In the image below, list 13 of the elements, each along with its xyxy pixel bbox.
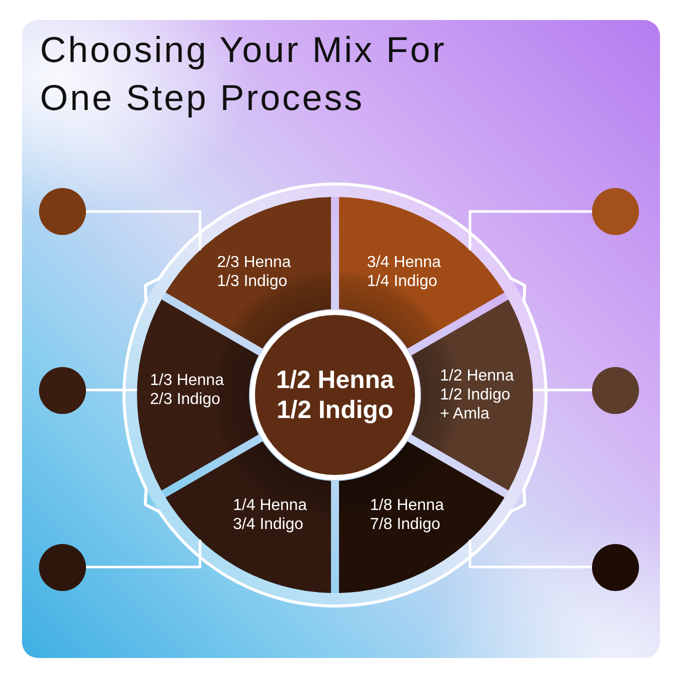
segment-label: 1/2 Henna 1/2 Indigo + Amla — [440, 366, 515, 424]
center-label: 1/2 Henna 1/2 Indigo — [275, 365, 395, 425]
leader-line — [468, 540, 592, 568]
segment-label: 3/4 Henna 1/4 Indigo — [367, 253, 442, 291]
leader-line — [86, 210, 202, 250]
segment-label: 2/3 Henna 1/3 Indigo — [217, 253, 292, 291]
segment-label: 1/4 Henna 3/4 Indigo — [233, 496, 308, 534]
leader-line — [532, 388, 592, 392]
segment-label: 1/3 Henna 2/3 Indigo — [150, 371, 225, 409]
segment-label: 1/8 Henna 7/8 Indigo — [370, 496, 445, 534]
leader-line — [86, 388, 138, 392]
title: Choosing Your Mix For One Step Process — [40, 28, 448, 120]
leader-line — [468, 210, 592, 250]
